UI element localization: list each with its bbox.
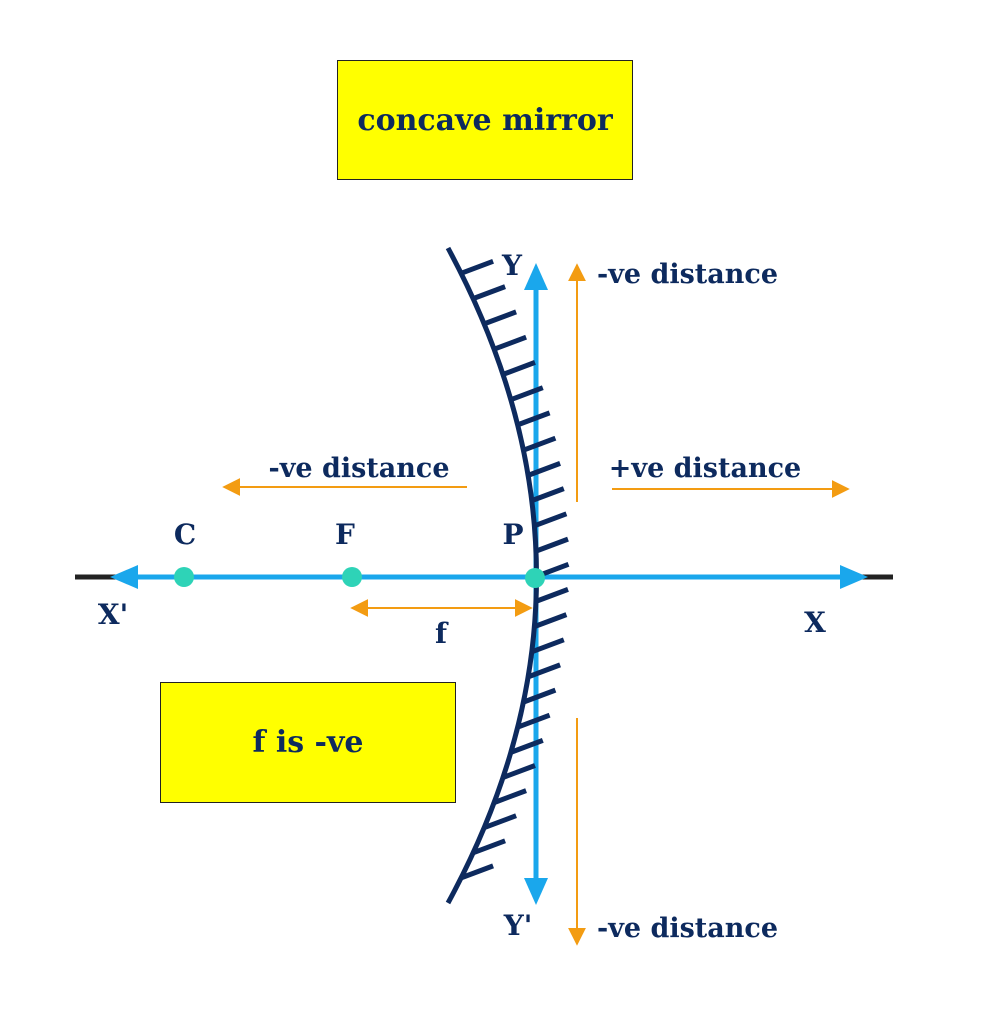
x-axis-positive-arrowhead (840, 565, 868, 589)
hatch-mark (530, 486, 565, 503)
hatch-mark (535, 536, 569, 554)
hatch-mark (472, 284, 506, 301)
hatch-mark (530, 637, 565, 655)
x-negative-label: X' (98, 598, 128, 631)
right-distance-label: +ve distance (609, 453, 801, 484)
point-p-dot (525, 568, 545, 588)
hatch-mark (483, 309, 517, 327)
hatch-mark (493, 334, 527, 352)
up-distance-label: -ve distance (597, 259, 778, 290)
down-distance-label: -ve distance (597, 913, 778, 944)
point-f-dot (342, 567, 362, 587)
hatch-mark (533, 612, 568, 629)
title-box: concave mirror (337, 60, 633, 180)
y-axis-positive-arrowhead (524, 263, 548, 290)
hatch-mark (460, 258, 494, 276)
point-p-label: P (502, 518, 523, 551)
hatch-mark (527, 662, 561, 680)
hatch-mark (502, 360, 536, 377)
mirror-hatching (460, 258, 570, 881)
point-c-label: C (174, 518, 196, 551)
note-box: f is -ve (160, 682, 456, 803)
hatch-mark (535, 587, 569, 604)
diagram-title: concave mirror (357, 102, 613, 138)
y-positive-label: Y (501, 249, 523, 282)
hatch-mark (522, 435, 557, 453)
hatch-mark (509, 738, 544, 755)
hatch-mark (460, 863, 494, 881)
x-axis-negative-arrowhead (110, 565, 138, 589)
x-positive-label: X (804, 606, 826, 639)
hatch-mark (527, 461, 561, 478)
hatch-mark (533, 511, 568, 529)
y-axis-negative-arrowhead (524, 878, 548, 905)
left-distance-label: -ve distance (268, 453, 449, 484)
point-f-label: F (335, 518, 355, 551)
y-negative-label: Y' (503, 909, 533, 942)
hatch-mark (522, 687, 557, 705)
hatch-mark (509, 385, 544, 403)
hatch-mark (483, 813, 517, 831)
hatch-mark (493, 788, 527, 805)
hatch-mark (472, 838, 506, 856)
point-c-dot (174, 567, 194, 587)
focal-sign-note: f is -ve (252, 725, 364, 760)
focal-length-label: f (435, 617, 449, 650)
hatch-mark (516, 410, 551, 428)
hatch-mark (516, 712, 551, 730)
hatch-mark (502, 763, 536, 780)
